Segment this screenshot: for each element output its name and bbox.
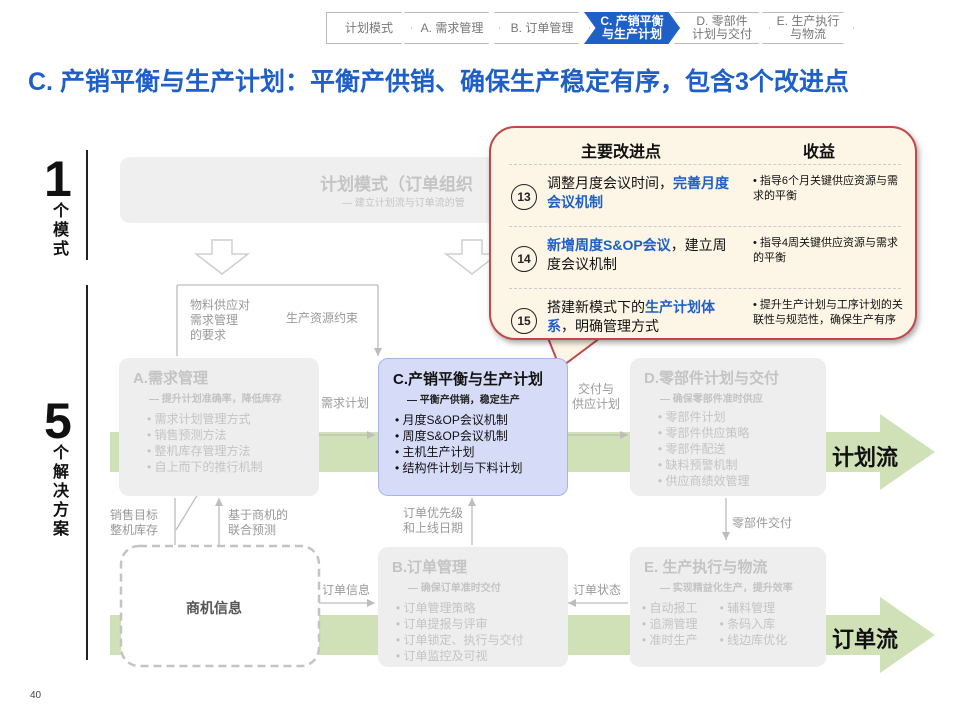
box-c-subtitle: — 平衡产供销，稳定生产 <box>407 395 520 406</box>
box-order-management[interactable]: B.订单管理 — 确保订单准时交付 订单管理策略订单提报与评审订单锁定、执行与交… <box>378 547 568 667</box>
plan-mode-subtitle: — 建立计划流与订单流的管 <box>342 198 465 209</box>
page-number: 40 <box>30 690 42 701</box>
list-item: 条码入库 <box>720 616 788 632</box>
list-item: 结构件计划与下料计划 <box>395 460 567 476</box>
list-item: 辅料管理 <box>720 600 788 616</box>
improvement-number-badge: 15 <box>511 308 537 334</box>
order-flow-label: 订单流 <box>832 627 899 652</box>
breadcrumb-item[interactable]: 计划模式 <box>326 12 412 44</box>
box-b-subtitle: — 确保订单准时交付 <box>408 583 501 594</box>
box-d-title: D.零部件计划与交付 <box>644 370 780 387</box>
page-title: C. 产销平衡与生产计划：平衡产供销、确保生产稳定有序，包含3个改进点 <box>28 68 849 96</box>
plan-flow-label: 计划流 <box>832 445 899 470</box>
list-item: 主机生产计划 <box>395 444 567 460</box>
box-c-list: 月度S&OP会议机制周度S&OP会议机制主机生产计划结构件计划与下料计划 <box>379 406 567 476</box>
list-item: 自上而下的推行机制 <box>147 459 319 475</box>
improvement-text-plain: ，建立周度会议机制 <box>547 237 727 272</box>
down-arrow-center <box>443 239 501 275</box>
list-item: 订单提报与评审 <box>396 616 568 632</box>
benefit-text: • 指导6个月关键供应资源与需求的平衡 <box>753 175 899 202</box>
list-item: 线边库优化 <box>720 632 787 648</box>
box-demand-management[interactable]: A.需求管理 — 提升计划准确率，降低库存 需求计划管理方式销售预测方法整机库存… <box>119 358 319 496</box>
box-c-title: C.产销平衡与生产计划 <box>393 371 544 388</box>
box-parts-planning[interactable]: D.零部件计划与交付 — 确保零部件准时供应 零部件计划零部件供应策略零部件配送… <box>630 358 826 496</box>
list-item: 追溯管理 <box>642 616 698 632</box>
solution-count-number: 5 <box>44 393 72 449</box>
box-e-list-right: 辅料管理条码入库线边库优化 <box>698 594 788 648</box>
list-item: 订单管理策略 <box>396 600 568 616</box>
label-material-supply: 物料供应对 需求管理 的要求 <box>190 298 251 342</box>
callout-row-divider <box>509 226 901 227</box>
improvement-text-highlight: 新增周度S&OP会议 <box>547 237 671 253</box>
callout-row-divider <box>509 288 901 289</box>
label-order-priority: 订单优先级 和上线日期 <box>403 506 464 535</box>
list-item: 零部件配送 <box>658 441 826 457</box>
label-opportunity-forecast: 基于商机的 联合预测 <box>228 508 289 537</box>
list-item: 订单锁定、执行与交付 <box>396 632 568 648</box>
box-d-list: 零部件计划零部件供应策略零部件配送缺料预警机制供应商绩效管理 <box>630 405 826 489</box>
list-item: 供应商绩效管理 <box>658 473 826 489</box>
improvement-text: 调整月度会议时间，完善月度会议机制 <box>547 174 737 212</box>
box-e-title: E. 生产执行与物流 <box>644 559 768 576</box>
callout-header-improvements: 主要改进点 <box>581 144 662 161</box>
improvement-text-plain: ，明确管理方式 <box>561 318 659 334</box>
list-item: 周度S&OP会议机制 <box>395 428 567 444</box>
improvement-text: 新增周度S&OP会议，建立周度会议机制 <box>547 236 737 274</box>
list-item: 月度S&OP会议机制 <box>395 412 567 428</box>
down-arrow-left <box>193 239 251 275</box>
box-production-planning[interactable]: C.产销平衡与生产计划 — 平衡产供销，稳定生产 月度S&OP会议机制周度S&O… <box>378 358 568 496</box>
list-item: 准时生产 <box>642 632 698 648</box>
improvement-text-plain: 调整月度会议时间， <box>547 175 673 191</box>
opportunity-box-outline <box>119 544 321 668</box>
label-parts-delivery: 零部件交付 <box>732 516 793 530</box>
list-item: 订单监控及可视 <box>396 648 568 664</box>
improvement-callout: 主要改进点 收益 13 调整月度会议时间，完善月度会议机制 • 指导6个月关键供应资… <box>489 126 917 340</box>
breadcrumb-item[interactable]: B. 订单管理 <box>494 12 590 44</box>
opportunity-label: 商机信息 <box>186 600 242 616</box>
box-production-execution[interactable]: E. 生产执行与物流 — 实现精益化生产，提升效率 自动报工追溯管理准时生产 辅… <box>630 547 826 667</box>
list-item: 零部件供应策略 <box>658 425 826 441</box>
mode-count-number: 1 <box>44 151 72 207</box>
improvement-text-highlight: 完善月度会议机制 <box>547 175 729 210</box>
improvement-text-highlight: 生产计划体系 <box>547 299 715 334</box>
benefit-text: • 提升生产计划与工序计划的关联性与规范性，确保生产有序 <box>753 299 903 326</box>
label-sales-target: 销售目标 整机库存 <box>110 508 159 537</box>
improvement-number-badge: 14 <box>511 246 537 272</box>
list-item: 整机库存管理方法 <box>147 443 319 459</box>
box-a-subtitle: — 提升计划准确率，降低库存 <box>149 394 282 405</box>
benefit-text: • 指导4周关键供应资源与需求的平衡 <box>753 237 899 264</box>
box-b-list: 订单管理策略订单提报与评审订单锁定、执行与交付订单监控及可视 <box>378 594 568 664</box>
improvement-number-badge: 13 <box>511 184 537 210</box>
box-e-subtitle: — 实现精益化生产，提升效率 <box>660 583 793 594</box>
plan-mode-title: 计划模式（订单组织 <box>320 175 473 194</box>
solution-count-label: 个解决方案 <box>52 445 69 538</box>
list-item: 需求计划管理方式 <box>147 411 319 427</box>
box-e-list-left: 自动报工追溯管理准时生产 <box>630 594 698 648</box>
list-item: 缺料预警机制 <box>658 457 826 473</box>
box-a-title: A.需求管理 <box>133 370 209 387</box>
list-item: 自动报工 <box>642 600 698 616</box>
callout-header-benefits: 收益 <box>803 144 836 161</box>
box-b-title: B.订单管理 <box>392 559 468 576</box>
box-a-list: 需求计划管理方式销售预测方法整机库存管理方法自上而下的推行机制 <box>119 405 319 475</box>
label-demand-plan: 需求计划 <box>321 396 370 410</box>
label-order-status: 订单状态 <box>573 583 622 597</box>
list-item: 零部件计划 <box>658 409 826 425</box>
breadcrumb-item[interactable]: E. 生产执行 与物流 <box>762 12 854 44</box>
mode-divider <box>86 150 88 260</box>
label-resource-constraint: 生产资源约束 <box>286 311 359 325</box>
improvement-text-plain: 搭建新模式下的 <box>547 299 645 315</box>
label-order-info: 订单信息 <box>322 583 371 597</box>
solution-divider <box>86 285 88 660</box>
improvement-text: 搭建新模式下的生产计划体系，明确管理方式 <box>547 298 737 336</box>
list-item: 销售预测方法 <box>147 427 319 443</box>
breadcrumb-item[interactable]: D. 零部件 计划与交付 <box>674 12 770 44</box>
label-delivery-supply: 交付与 供应计划 <box>572 382 621 411</box>
mode-count-label: 个模式 <box>52 203 69 258</box>
box-d-subtitle: — 确保零部件准时供应 <box>660 394 763 405</box>
callout-row-divider <box>509 164 901 165</box>
